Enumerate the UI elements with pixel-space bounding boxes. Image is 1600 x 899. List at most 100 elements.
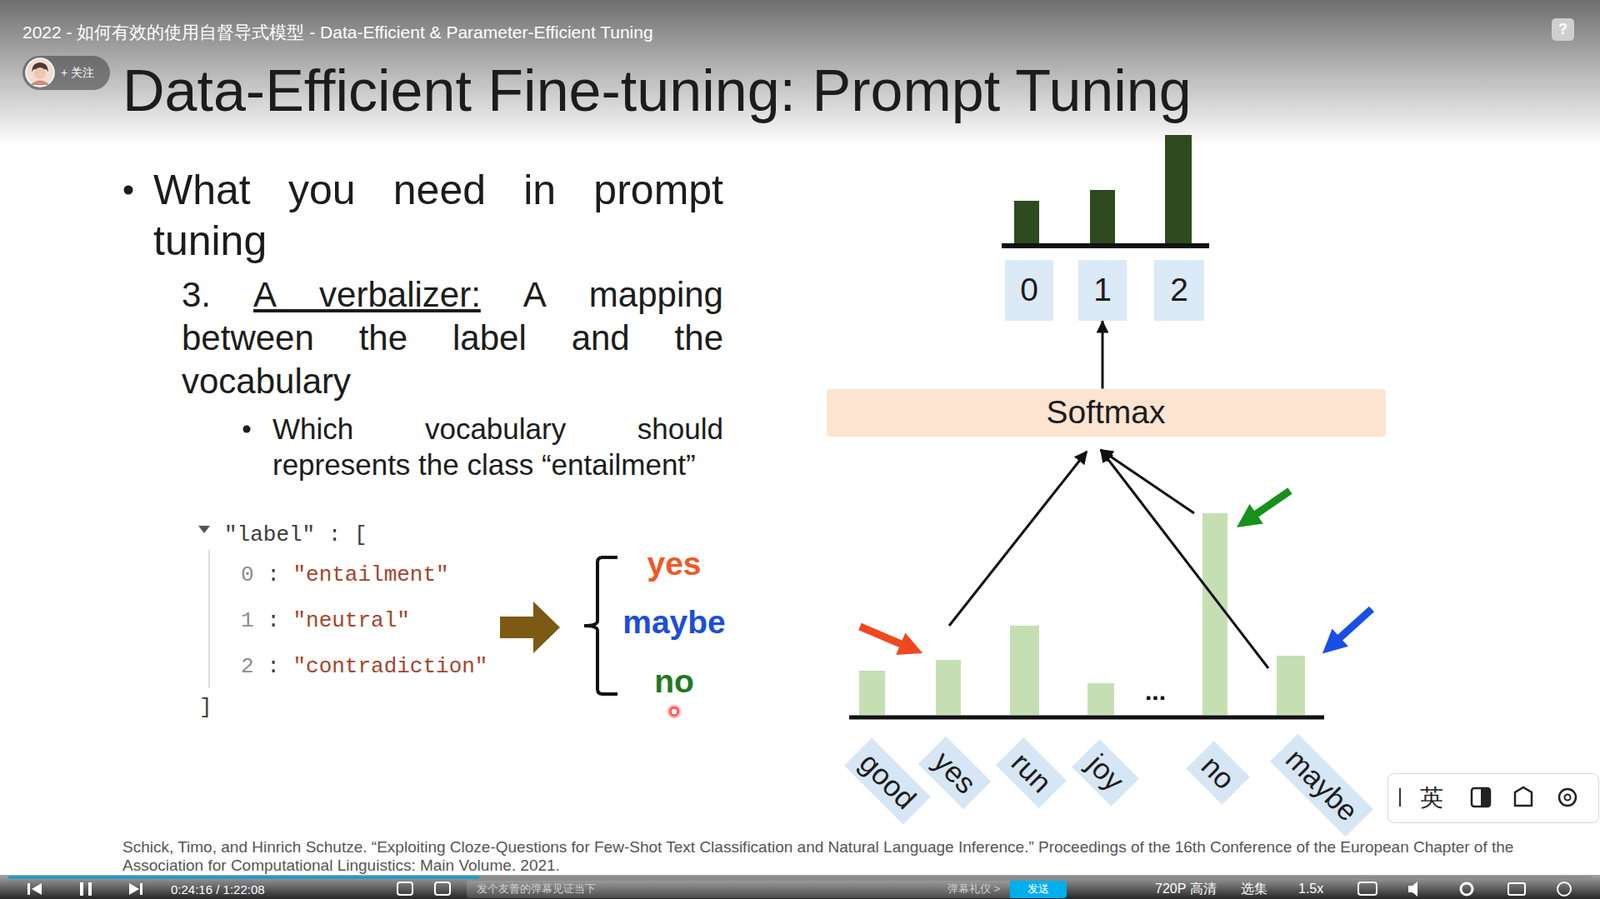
video-title: 2022 - 如何有效的使用自督导式模型 - Data-Efficient & … bbox=[22, 22, 654, 42]
json-line: : bbox=[266, 654, 280, 680]
vocab-bar bbox=[1202, 513, 1228, 715]
ellipsis-group: ... bbox=[1145, 676, 1166, 707]
json-line: "neutral" bbox=[292, 608, 410, 634]
episode-button-group: 选集 bbox=[1240, 880, 1268, 898]
vocab-token: good bbox=[844, 737, 931, 825]
pause-icon bbox=[88, 882, 92, 896]
vocab-token: no bbox=[1185, 740, 1250, 805]
speed-button-group: 1.5x bbox=[1298, 880, 1324, 898]
next-icon bbox=[129, 883, 140, 895]
verbalizer-word-group: maybe bbox=[590, 603, 758, 642]
episode-button: 选集 bbox=[1240, 881, 1268, 896]
follow-button-text: + 关注 bbox=[60, 65, 95, 80]
json-line: : bbox=[266, 608, 280, 634]
next-icon bbox=[140, 883, 143, 895]
json-line: "label" bbox=[224, 522, 315, 548]
flow-arrow bbox=[1101, 320, 1105, 390]
json-line: 2 bbox=[240, 654, 255, 680]
progress-played bbox=[8, 876, 480, 880]
vocab-bar bbox=[935, 660, 961, 715]
vocab-bar bbox=[859, 670, 885, 715]
class-label-box: 2 bbox=[1154, 260, 1205, 321]
verbalizer-word: yes bbox=[646, 545, 701, 582]
class-label-box: 0 bbox=[1005, 260, 1054, 321]
vocab-token-text: no bbox=[1194, 749, 1241, 796]
bar-baseline bbox=[849, 715, 1325, 720]
json-line: : bbox=[328, 522, 342, 548]
pip-icon bbox=[1508, 883, 1525, 895]
ellipsis: ... bbox=[1145, 677, 1166, 705]
laser-pointer bbox=[666, 704, 682, 720]
verbalizer-word-group: no bbox=[590, 662, 758, 701]
mapping-arrow bbox=[500, 601, 560, 654]
prev-icon bbox=[27, 883, 30, 895]
softmax-box: Softmax bbox=[826, 389, 1386, 437]
json-line: [ bbox=[354, 522, 368, 548]
json-line-group: 2 : "contradiction" bbox=[240, 654, 488, 680]
player-control-band bbox=[0, 875, 1600, 899]
time-display: 0:24:16 / 1:22:08 bbox=[170, 882, 265, 897]
vocab-token: run bbox=[995, 737, 1067, 809]
subtitle-icon bbox=[1358, 882, 1377, 895]
gear-icon bbox=[1559, 789, 1576, 806]
json-line: 0 bbox=[240, 562, 255, 588]
toolbar-divider bbox=[1399, 788, 1401, 807]
bullet-dot bbox=[124, 185, 134, 195]
pause-icon bbox=[80, 882, 84, 896]
volume-icon bbox=[1408, 881, 1418, 897]
send-button: 发送 bbox=[1010, 880, 1067, 899]
verbalizer-word-group: yes bbox=[590, 545, 758, 584]
collapse-triangle bbox=[198, 525, 210, 534]
avatar bbox=[34, 67, 46, 80]
highlight-arrow bbox=[860, 626, 905, 646]
json-line: 1 bbox=[240, 608, 255, 634]
speed-button: 1.5x bbox=[1298, 881, 1324, 896]
class-label-box-text: 0 bbox=[1020, 271, 1039, 310]
avatar bbox=[30, 80, 50, 86]
vocab-token-text: yes bbox=[926, 745, 983, 801]
numbered-point: 3. bbox=[181, 275, 211, 315]
score-arrow bbox=[949, 451, 1087, 626]
citation: Schick, Timo, and Hinrich Schutze. “Expl… bbox=[122, 838, 1514, 875]
subtitle-toolbar: 英 bbox=[1387, 773, 1600, 824]
vocab-token: joy bbox=[1071, 739, 1140, 807]
json-line: "entailment" bbox=[292, 562, 449, 588]
score-arrow bbox=[1100, 450, 1269, 669]
danmaku-input-text: 弹幕礼仪 > bbox=[947, 883, 1000, 896]
json-line-group: 1 : "neutral" bbox=[240, 608, 410, 634]
softmax-box-text: Softmax bbox=[1045, 394, 1165, 432]
vocab-token-text: run bbox=[1004, 745, 1058, 800]
highlight-arrow bbox=[1336, 609, 1372, 641]
danmaku-input-text: 发个友善的弹幕见证当下 bbox=[476, 883, 596, 896]
json-line: ] bbox=[199, 695, 213, 720]
json-line: : bbox=[266, 562, 280, 588]
class-label-box-text: 1 bbox=[1093, 271, 1112, 310]
laser-pointer bbox=[671, 709, 678, 715]
vocab-bar bbox=[1010, 625, 1040, 715]
gear-icon bbox=[1565, 795, 1571, 801]
tree-guide bbox=[208, 550, 210, 689]
score-arrow bbox=[1100, 450, 1195, 514]
progress-track bbox=[8, 876, 1592, 880]
bullet-text: What you need in prompt tuning bbox=[153, 166, 724, 265]
bar-baseline bbox=[1001, 243, 1210, 249]
highlight-arrow bbox=[1252, 490, 1290, 517]
vocab-bar bbox=[1276, 655, 1305, 715]
json-line-group: ] bbox=[199, 695, 213, 720]
vocab-token-text: joy bbox=[1080, 747, 1130, 798]
help-icon-text: ? bbox=[1558, 20, 1568, 39]
vocab-bar bbox=[1087, 683, 1115, 715]
output-bar bbox=[1165, 135, 1192, 245]
help-icon: ? bbox=[1551, 18, 1575, 41]
vocab-token-text: maybe bbox=[1279, 742, 1365, 829]
note-icon bbox=[1515, 787, 1532, 806]
citation-group: Schick, Timo, and Hinrich Schutze. “Expl… bbox=[122, 838, 1573, 875]
player-top-shade bbox=[0, 0, 1600, 146]
json-line-group: 0 : "entailment" bbox=[240, 562, 450, 588]
vocab-token: maybe bbox=[1270, 733, 1374, 837]
brace bbox=[584, 557, 618, 695]
verbalizer-word: no bbox=[654, 663, 695, 700]
avatar bbox=[25, 58, 55, 87]
